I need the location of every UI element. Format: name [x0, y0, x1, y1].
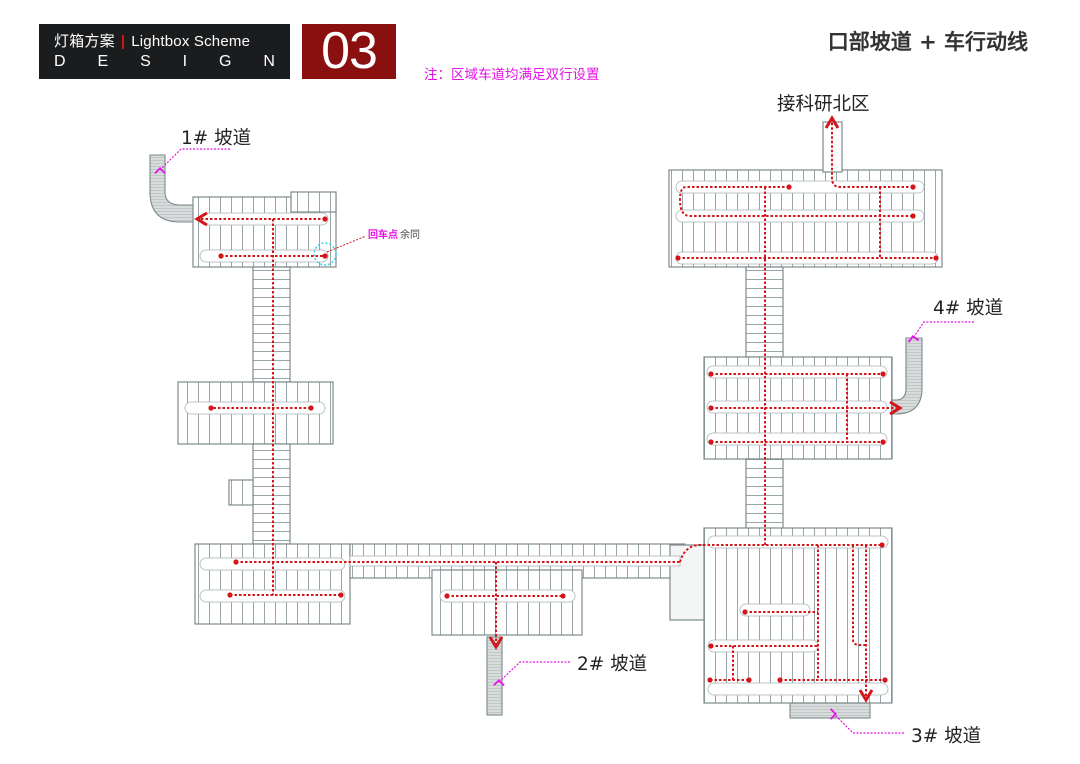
route-endpoint [233, 559, 239, 565]
route-endpoint [227, 592, 233, 598]
route-line [852, 545, 866, 646]
route-endpoint [880, 439, 886, 445]
ramp-3-shape [789, 702, 871, 719]
route-endpoint [880, 371, 886, 377]
route-endpoint [879, 542, 885, 548]
section-number: 03 [302, 24, 396, 79]
corridor-left-upper [252, 266, 291, 383]
route-endpoint [675, 255, 681, 261]
header-title-en: Lightbox Scheme [131, 33, 251, 50]
ramp-3-leader [829, 708, 904, 734]
route-endpoint [208, 405, 214, 411]
design-letter: D [54, 53, 66, 70]
header-design-word: D E S I G N [54, 53, 275, 71]
route-endpoint [933, 255, 939, 261]
route-endpoint [308, 405, 314, 411]
block-middle-lower [431, 569, 583, 636]
page-title: 口部坡道 + 车行动线 [827, 30, 1028, 54]
ramp-3-label: 3# 坡道 [911, 726, 982, 747]
route-endpoint [708, 643, 714, 649]
ramp-1-label: 1# 坡道 [181, 128, 252, 149]
route-endpoint [742, 609, 748, 615]
turnaround-point-text: 回车点 [368, 230, 398, 241]
route-endpoint [338, 592, 344, 598]
corridor-left-lower [252, 443, 291, 545]
ramp-4-leader [907, 321, 974, 343]
route-line [824, 115, 913, 188]
turnaround-rest-text: 余同 [400, 230, 420, 241]
design-letter: G [219, 53, 232, 70]
route-endpoint [707, 677, 713, 683]
route-endpoint [777, 677, 783, 683]
ramp-1-shape [149, 154, 194, 223]
design-letter: N [263, 53, 275, 70]
lightbox-scheme-header: 灯箱方案 | Lightbox Scheme D E S I G N [39, 24, 290, 79]
header-title-line: 灯箱方案 | Lightbox Scheme [54, 30, 250, 51]
design-letter: I [182, 53, 188, 70]
corridor-right-upper [745, 266, 784, 358]
turnaround-leader-line [326, 235, 367, 253]
route-endpoint [708, 371, 714, 377]
ramp-2-label: 2# 坡道 [577, 654, 648, 675]
route-line [679, 544, 882, 563]
route-endpoint [322, 253, 328, 259]
route-line [678, 186, 914, 217]
route-endpoint [708, 405, 714, 411]
route-endpoint [708, 439, 714, 445]
north-exit-label: 接科研北区 [777, 94, 870, 115]
design-letter: S [140, 53, 151, 70]
route-endpoint [910, 213, 916, 219]
ramp-4-shape [891, 337, 923, 415]
turnaround-label: 回车点余同 [368, 226, 420, 241]
note-text: 注：区域车道均满足双行设置 [424, 67, 600, 83]
route-endpoint [786, 184, 792, 190]
route-endpoint [746, 677, 752, 683]
design-letter: E [97, 53, 109, 70]
ramp-2-leader [493, 661, 570, 687]
route-endpoint [560, 593, 566, 599]
route-endpoint [910, 184, 916, 190]
block-left-side-room [228, 479, 254, 506]
vehicle-routes [194, 115, 936, 703]
block-top-left-annex [290, 191, 337, 213]
route-endpoint [444, 593, 450, 599]
header-title-cn: 灯箱方案 [54, 33, 115, 50]
route-endpoint [882, 677, 888, 683]
block-bottom-left [194, 543, 351, 625]
ramp-2-shape [486, 636, 503, 716]
ramp-4-label: 4# 坡道 [933, 298, 1004, 319]
route-endpoints [208, 184, 939, 683]
route-endpoint [322, 216, 328, 222]
header-separator: | [120, 33, 126, 50]
ramp-1-leader [154, 148, 230, 175]
route-endpoint [218, 253, 224, 259]
ramp-leaders [154, 148, 974, 734]
turnaround-highlight-circle [313, 242, 337, 266]
